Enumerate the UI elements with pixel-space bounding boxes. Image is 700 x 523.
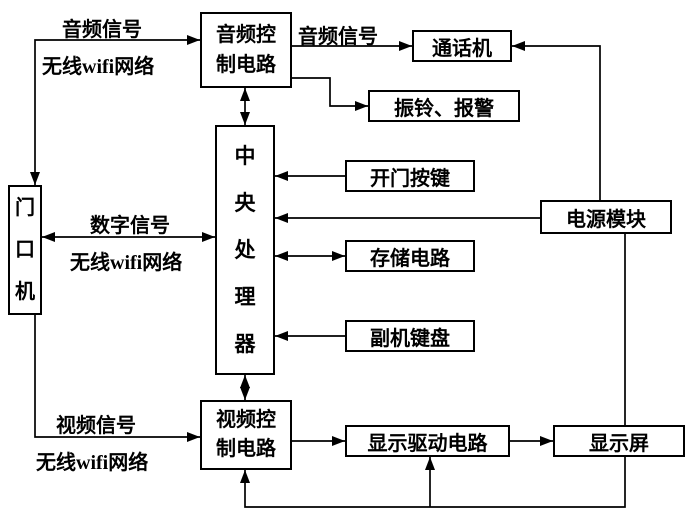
box-sub-keypad: 副机键盘: [345, 320, 475, 352]
box-power-module: 电源模块: [540, 200, 672, 234]
box-central-processor-label: 中央处理器: [234, 143, 256, 356]
box-central-processor: 中央处理器: [215, 125, 275, 375]
label-audio-signal-right: 音频信号: [298, 26, 378, 48]
label-video-signal: 视频信号: [56, 415, 136, 437]
box-audio-control: 音频控 制电路: [200, 12, 292, 88]
box-door-open-button: 开门按键: [345, 160, 475, 192]
label-wifi-bottom: 无线wifi网络: [36, 452, 149, 474]
box-video-control: 视频控 制电路: [200, 400, 292, 470]
box-storage-circuit: 存储电路: [345, 240, 475, 272]
label-digital-signal: 数字信号: [90, 215, 170, 237]
label-wifi-middle: 无线wifi网络: [70, 252, 183, 274]
label-wifi-top: 无线wifi网络: [42, 56, 155, 78]
box-door-station-label: 门口机: [15, 197, 35, 303]
connector-power-talk: [512, 41, 601, 200]
box-door-station: 门口机: [8, 185, 42, 315]
box-ring-alarm: 振铃、报警: [368, 90, 520, 122]
label-audio-signal-top: 音频信号: [62, 19, 142, 41]
box-display-screen: 显示屏: [553, 425, 685, 457]
connector-audio-ringalarm: [292, 77, 368, 111]
box-talk-unit: 通话机: [412, 30, 512, 62]
box-display-driver: 显示驱动电路: [345, 425, 510, 457]
connector-power-video-rail: [240, 234, 626, 508]
